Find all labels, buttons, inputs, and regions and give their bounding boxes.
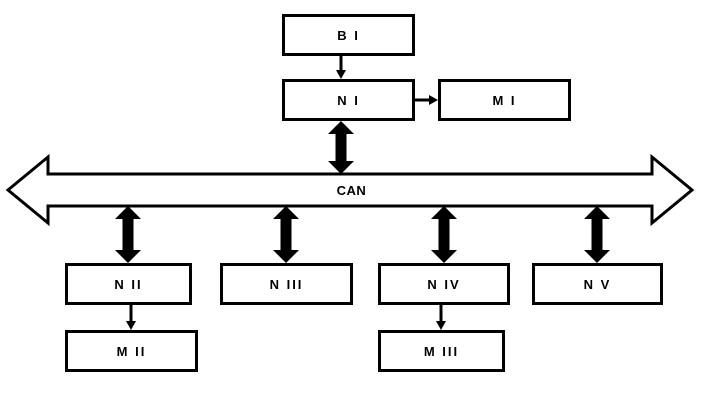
box-n-ii[interactable]: N II [65, 263, 192, 305]
box-n-ii-label: N II [114, 276, 143, 292]
connector-n-i-to-m-i [415, 95, 438, 105]
box-m-iii-label: M III [423, 343, 460, 359]
connector-bus-to-n-iv [431, 206, 457, 263]
box-n-iii-label: N III [269, 276, 304, 292]
box-n-iv-label: N IV [427, 276, 461, 292]
box-b-i[interactable]: B I [282, 14, 415, 56]
box-m-ii-label: M II [116, 343, 147, 359]
connector-bus-to-n-iii [273, 206, 299, 263]
box-n-v[interactable]: N V [532, 263, 663, 305]
box-m-i-label: M I [492, 92, 517, 108]
box-m-i[interactable]: M I [438, 79, 571, 121]
can-bus-arrow-path [5, 153, 695, 227]
box-m-iii[interactable]: M III [378, 330, 505, 372]
connector-bus-to-n-ii [115, 206, 141, 263]
box-n-i[interactable]: N I [282, 79, 415, 121]
box-n-i-label: N I [337, 92, 360, 108]
box-n-v-label: N V [583, 276, 612, 292]
connector-bus-to-n-v [584, 206, 610, 263]
box-n-iii[interactable]: N III [220, 263, 353, 305]
connector-n-ii-to-m-ii [126, 305, 136, 330]
box-m-ii[interactable]: M II [65, 330, 198, 372]
can-bus-label: CAN [336, 183, 367, 198]
box-b-i-label: B I [337, 27, 360, 43]
connector-n-iv-to-m-iii [436, 305, 446, 330]
connector-b-i-to-n-i [336, 56, 346, 79]
box-n-iv[interactable]: N IV [378, 263, 510, 305]
connector-n-i-to-bus [328, 121, 354, 174]
